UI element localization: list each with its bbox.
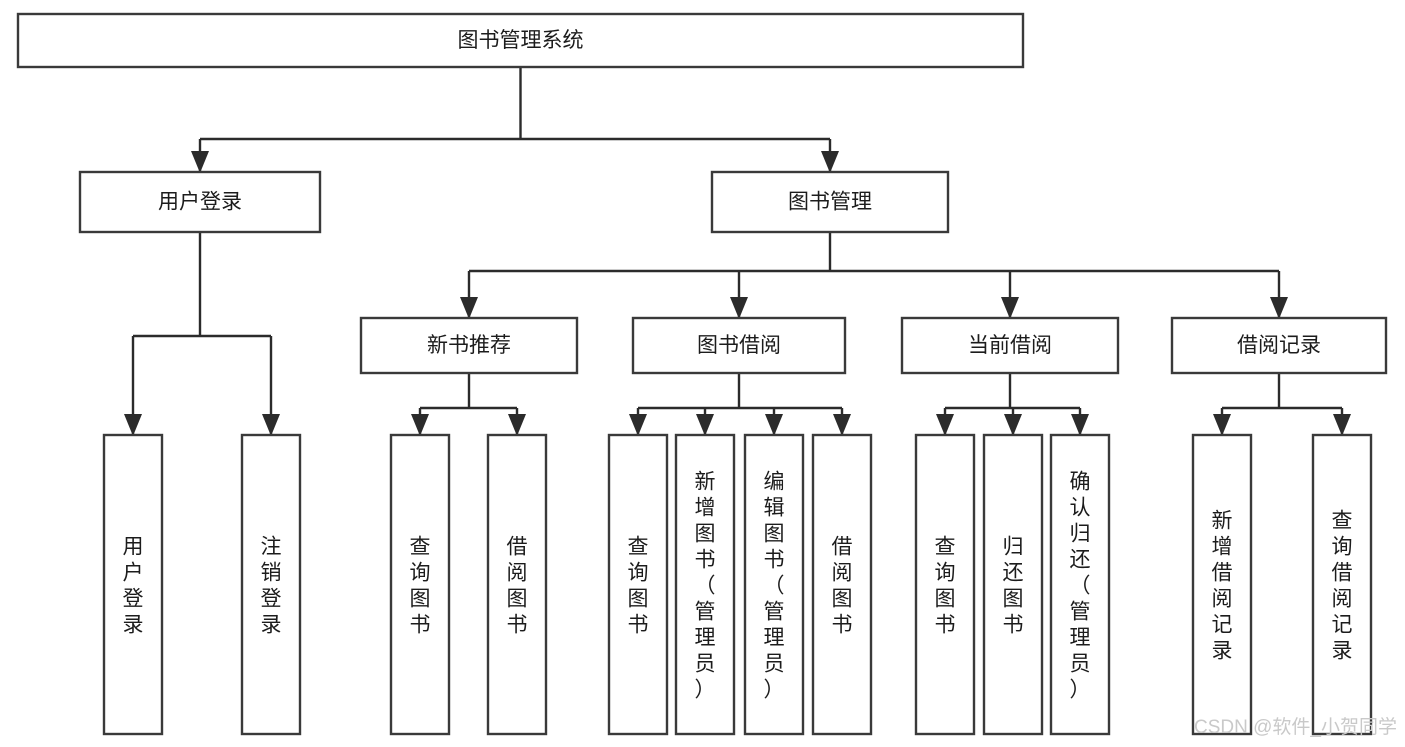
level2-node-box[interactable] xyxy=(78,170,322,234)
level3-node-box[interactable] xyxy=(631,316,847,375)
user-login-arrow-1 xyxy=(262,414,280,436)
leaf-node-label: 新增借阅记录 xyxy=(1212,509,1233,662)
leaf-node-11[interactable]: 新增借阅记录 xyxy=(1191,433,1253,736)
root-arrow-1 xyxy=(821,151,839,173)
leaf-node-label: 编辑图书（管理员） xyxy=(764,470,785,701)
node-layer: 图书管理系统用户登录图书管理新书推荐图书借阅当前借阅借阅记录用户登录注销登录查询… xyxy=(16,12,1388,736)
level3-node-label: 图书借阅 xyxy=(697,334,781,357)
book-mgmt-arrow-1 xyxy=(730,297,748,319)
leaf-node-label: 查询图书 xyxy=(935,535,956,636)
book-mgmt-arrow-2 xyxy=(1001,297,1019,319)
borrow-arrow-0 xyxy=(629,414,647,436)
user-login-arrow-0 xyxy=(124,414,142,436)
new-book-arrow-0 xyxy=(411,414,429,436)
level2-node-label: 用户登录 xyxy=(158,191,242,214)
level2-node-1[interactable]: 图书管理 xyxy=(710,170,950,234)
level2-node-label: 图书管理 xyxy=(788,191,872,214)
leaf-node-2[interactable]: 查询图书 xyxy=(389,433,451,736)
record-arrow-1 xyxy=(1333,414,1351,436)
leaf-node-4[interactable]: 查询图书 xyxy=(607,433,669,736)
book-mgmt-arrow-3 xyxy=(1270,297,1288,319)
root-arrow-0 xyxy=(191,151,209,173)
level3-node-2[interactable]: 当前借阅 xyxy=(900,316,1120,375)
leaf-node-box[interactable] xyxy=(102,433,164,736)
leaf-node-1[interactable]: 注销登录 xyxy=(240,433,302,736)
leaf-node-label: 查询图书 xyxy=(628,535,649,636)
leaf-node-0[interactable]: 用户登录 xyxy=(102,433,164,736)
leaf-node-box[interactable] xyxy=(1191,433,1253,736)
level3-node-box[interactable] xyxy=(359,316,579,375)
leaf-node-label: 归还图书 xyxy=(1003,535,1024,636)
new-book-arrow-1 xyxy=(508,414,526,436)
level3-node-label: 新书推荐 xyxy=(427,334,511,357)
leaf-node-7[interactable]: 借阅图书 xyxy=(811,433,873,736)
leaf-node-box[interactable] xyxy=(1311,433,1373,736)
connector-layer xyxy=(124,67,1351,436)
level3-node-0[interactable]: 新书推荐 xyxy=(359,316,579,375)
level2-node-box[interactable] xyxy=(710,170,950,234)
leaf-node-10[interactable]: 确认归还（管理员） xyxy=(1049,433,1111,736)
leaf-node-box[interactable] xyxy=(811,433,873,736)
root-node-0[interactable]: 图书管理系统 xyxy=(16,12,1025,69)
leaf-node-6[interactable]: 编辑图书（管理员） xyxy=(743,433,805,736)
level3-node-label: 借阅记录 xyxy=(1237,334,1321,357)
leaf-node-12[interactable]: 查询借阅记录 xyxy=(1311,433,1373,736)
level3-node-box[interactable] xyxy=(1170,316,1388,375)
current-arrow-0 xyxy=(936,414,954,436)
leaf-node-box[interactable] xyxy=(486,433,548,736)
leaf-node-3[interactable]: 借阅图书 xyxy=(486,433,548,736)
leaf-node-box[interactable] xyxy=(914,433,976,736)
leaf-node-box[interactable] xyxy=(674,433,736,736)
book-mgmt-arrow-0 xyxy=(460,297,478,319)
leaf-node-label: 借阅图书 xyxy=(507,535,528,636)
level2-node-0[interactable]: 用户登录 xyxy=(78,170,322,234)
leaf-node-label: 查询借阅记录 xyxy=(1332,509,1353,662)
leaf-node-label: 确认归还（管理员） xyxy=(1070,470,1091,701)
level3-node-3[interactable]: 借阅记录 xyxy=(1170,316,1388,375)
root-node-label: 图书管理系统 xyxy=(458,29,584,52)
leaf-node-label: 新增图书（管理员） xyxy=(695,470,716,701)
leaf-node-label: 查询图书 xyxy=(410,535,431,636)
leaf-node-9[interactable]: 归还图书 xyxy=(982,433,1044,736)
record-arrow-0 xyxy=(1213,414,1231,436)
leaf-node-5[interactable]: 新增图书（管理员） xyxy=(674,433,736,736)
leaf-node-box[interactable] xyxy=(389,433,451,736)
borrow-arrow-1 xyxy=(696,414,714,436)
leaf-node-label: 借阅图书 xyxy=(832,535,853,636)
level3-node-box[interactable] xyxy=(900,316,1120,375)
leaf-node-label: 用户登录 xyxy=(123,535,144,636)
leaf-node-box[interactable] xyxy=(982,433,1044,736)
current-arrow-1 xyxy=(1004,414,1022,436)
level3-node-label: 当前借阅 xyxy=(968,334,1052,357)
borrow-arrow-3 xyxy=(833,414,851,436)
borrow-arrow-2 xyxy=(765,414,783,436)
root-node-box[interactable] xyxy=(16,12,1025,69)
current-arrow-2 xyxy=(1071,414,1089,436)
leaf-node-box[interactable] xyxy=(607,433,669,736)
leaf-node-label: 注销登录 xyxy=(261,535,282,636)
leaf-node-box[interactable] xyxy=(1049,433,1111,736)
csdn-watermark: CSDN @软件_小贺同学 xyxy=(1194,716,1397,738)
leaf-node-8[interactable]: 查询图书 xyxy=(914,433,976,736)
leaf-node-box[interactable] xyxy=(240,433,302,736)
level3-node-1[interactable]: 图书借阅 xyxy=(631,316,847,375)
leaf-node-box[interactable] xyxy=(743,433,805,736)
